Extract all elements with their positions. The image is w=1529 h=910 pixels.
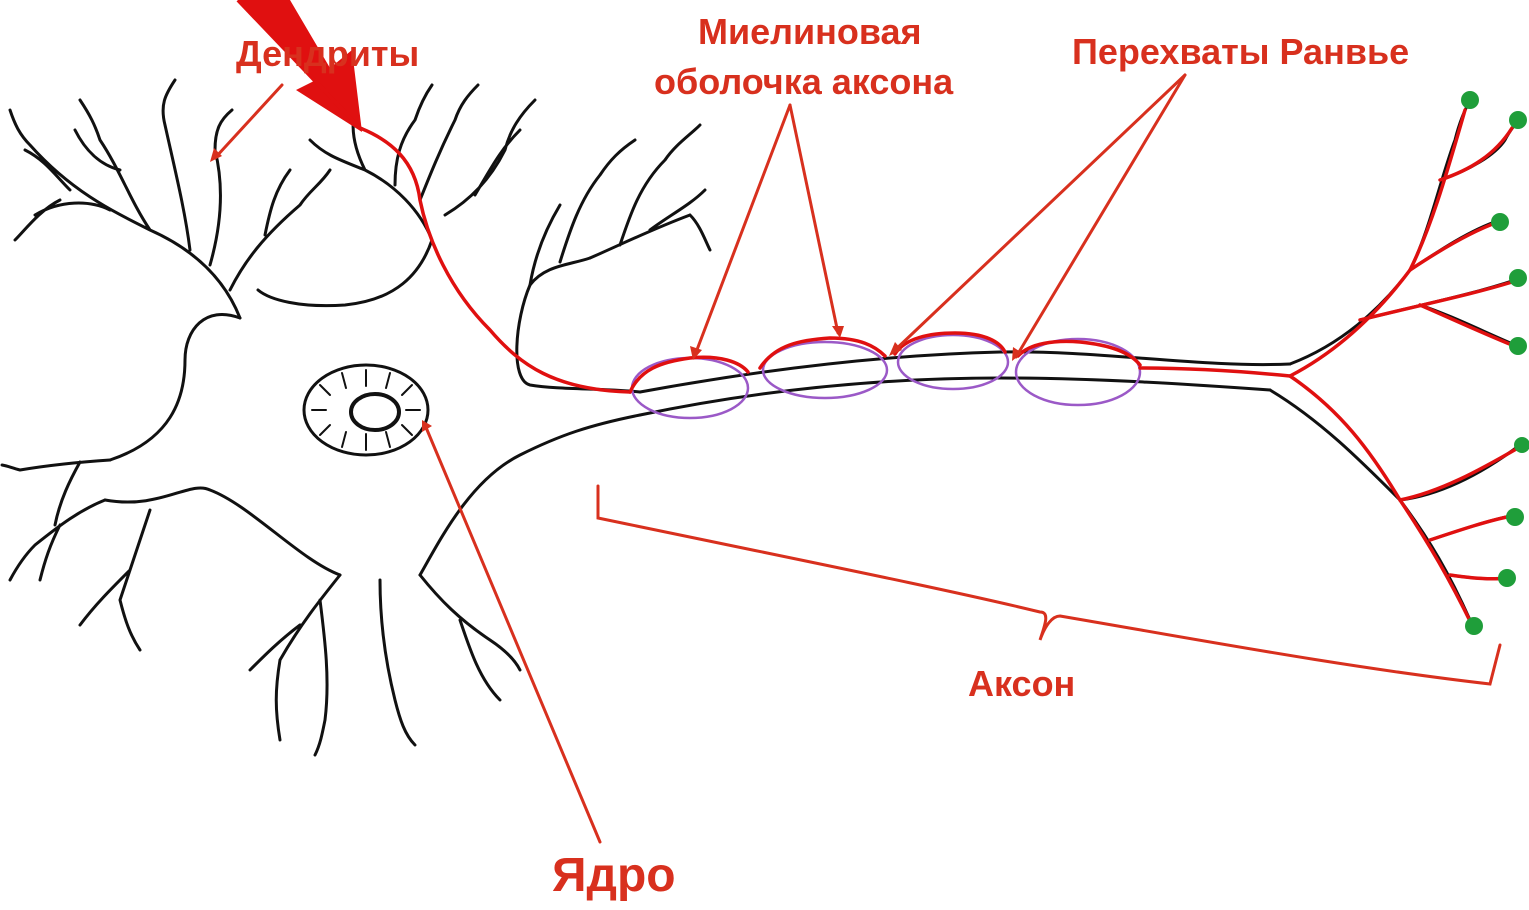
ranvier-pointer-right (1016, 75, 1185, 357)
myelin-pointer-left (695, 105, 790, 355)
signal-path (360, 110, 1518, 625)
myelin-segment (1016, 339, 1140, 405)
synaptic-terminal (1509, 269, 1527, 287)
myelin-pointer-right (790, 105, 838, 333)
dendrite-upper-right (530, 125, 710, 285)
axon-outline-bottom (640, 378, 1270, 415)
myelin-sheath (632, 335, 1140, 418)
dendrite-upper-left (10, 80, 330, 318)
dendrite-bottom (250, 575, 520, 755)
arrowhead (832, 326, 844, 338)
cell-body-outline (105, 240, 640, 575)
nucleus-striations (312, 370, 420, 450)
myelin-segment (898, 335, 1008, 389)
synaptic-terminal (1498, 569, 1516, 587)
nucleus-pointer (425, 425, 600, 842)
synaptic-terminal (1509, 111, 1527, 129)
nucleolus (351, 394, 399, 430)
axon-terminal-branches (1270, 100, 1520, 620)
synaptic-terminals (1461, 91, 1529, 635)
synaptic-terminal (1506, 508, 1524, 526)
label-myelin-line2: оболочка аксона (654, 64, 953, 100)
dendrite-lower-left (2, 460, 150, 650)
ranvier-pointer-left (893, 75, 1185, 352)
synaptic-terminal (1465, 617, 1483, 635)
synaptic-terminal (1461, 91, 1479, 109)
label-axon: Аксон (968, 666, 1075, 702)
label-dendrites: Дендриты (236, 36, 419, 72)
label-myelin-line1: Миелиновая (698, 14, 922, 50)
dendrites-pointer (215, 85, 282, 158)
synaptic-terminal (1491, 213, 1509, 231)
label-ranvier-nodes: Перехваты Ранвье (1072, 34, 1409, 70)
label-nucleus: Ядро (552, 852, 676, 900)
synaptic-terminal (1509, 337, 1527, 355)
axon-bracket (598, 486, 1500, 684)
myelin-segment (632, 358, 748, 418)
annotation-leaders (215, 75, 1500, 842)
